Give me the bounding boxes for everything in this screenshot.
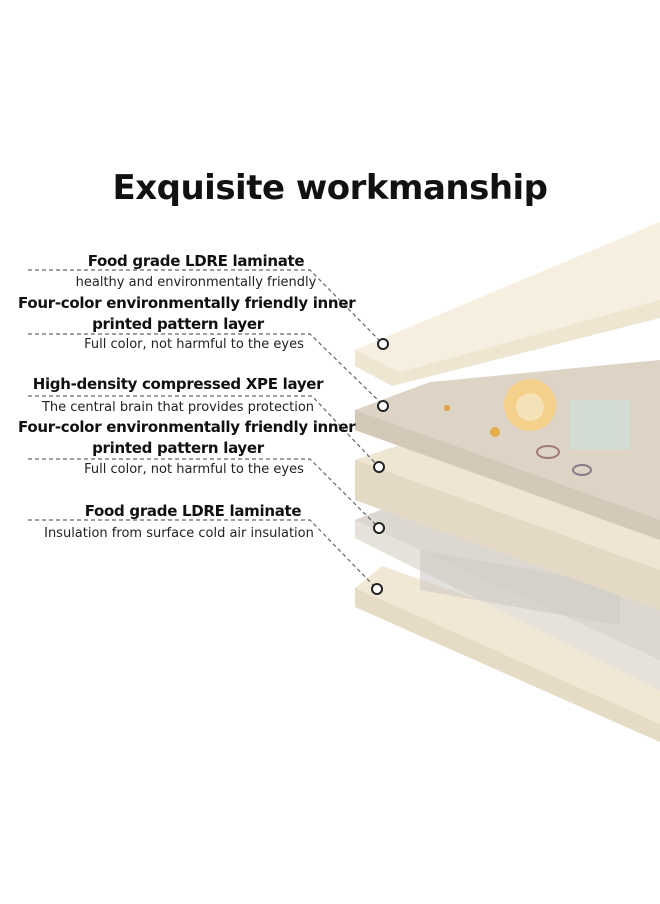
marker-dot [377, 338, 389, 350]
marker-dot [373, 522, 385, 534]
layer-2-heading-line1: Four-color environmentally friendly inne… [18, 294, 356, 312]
layer-2-heading-line2: printed pattern layer [92, 315, 264, 333]
layer-1-description: healthy and environmentally friendly [75, 275, 317, 290]
layer-4-description: Full color, not harmful to the eyes [84, 462, 304, 477]
marker-dot [373, 461, 385, 473]
layer-bottom-laminate [355, 566, 660, 742]
layer-printed-pattern [355, 360, 660, 540]
layer-4-heading-line2: printed pattern layer [92, 439, 264, 457]
layer-3-description: The central brain that provides protecti… [41, 400, 315, 415]
layer-4-heading-line1: Four-color environmentally friendly inne… [18, 418, 356, 436]
layer-5-description: Insulation from surface cold air insulat… [44, 526, 314, 541]
marker-dot [371, 583, 383, 595]
layer-2-description: Full color, not harmful to the eyes [84, 337, 304, 352]
layer-top-laminate [355, 222, 660, 386]
layer-markers [371, 338, 389, 595]
page-title: Exquisite workmanship [112, 168, 548, 208]
layer-3-heading: High-density compressed XPE layer [32, 375, 324, 393]
marker-dot [377, 400, 389, 412]
layer-5-heading: Food grade LDRE laminate [84, 502, 302, 520]
layer-mesh [355, 506, 660, 690]
leader-lines [28, 269, 383, 589]
layer-1-heading: Food grade LDRE laminate [87, 252, 305, 270]
